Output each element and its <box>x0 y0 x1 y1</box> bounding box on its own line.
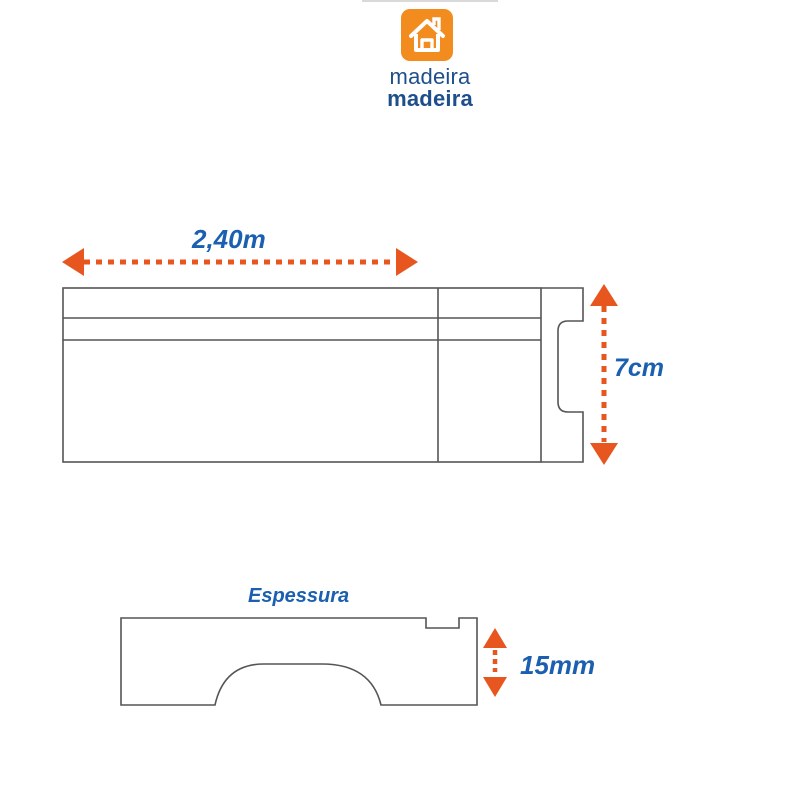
length-label: 2,40m <box>192 224 266 254</box>
brand-name-line-1: madeira <box>389 64 471 89</box>
height-dimension-arrow <box>590 284 618 465</box>
house-icon <box>401 9 453 61</box>
brand-logo[interactable]: madeira madeira <box>370 8 490 111</box>
section-title: Espessura <box>248 585 350 607</box>
thickness-dimension-arrow <box>483 628 507 697</box>
cross-section-view <box>120 617 478 706</box>
end-cap-profile <box>541 287 584 463</box>
cross-section-outline <box>120 617 478 706</box>
brand-name-line-2: madeira <box>387 86 473 111</box>
front-outline <box>62 287 542 463</box>
height-label: 7cm <box>614 354 665 382</box>
length-dimension-arrow <box>62 248 418 276</box>
front-view <box>62 287 584 463</box>
top-divider <box>362 0 498 2</box>
thickness-label: 15mm <box>520 650 596 680</box>
